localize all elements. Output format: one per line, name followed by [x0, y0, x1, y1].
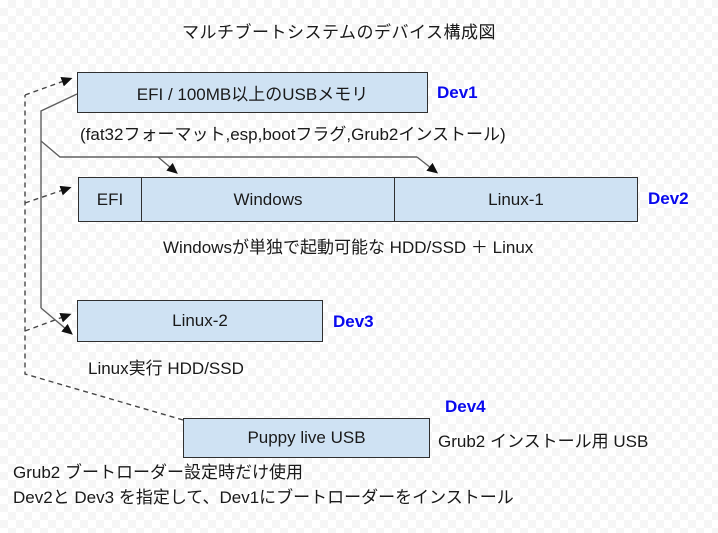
- dev1-label: Dev1: [437, 83, 478, 102]
- footer-notes: Grub2 ブートローダー設定時だけ使用 Dev2と Dev3 を指定して、De…: [13, 460, 514, 510]
- dev2-device-box: EFI Windows Linux-1: [78, 177, 638, 222]
- dev4-label: Dev4: [445, 397, 486, 416]
- dev4-partition-puppy: Puppy live USB: [247, 428, 366, 447]
- dev3-label: Dev3: [333, 312, 374, 331]
- dev3-caption: Linux実行 HDD/SSD: [88, 359, 244, 378]
- dev4-device-box: Puppy live USB: [183, 418, 430, 458]
- dev3-partition-linux2: Linux-2: [172, 311, 228, 330]
- footer-note-line2: Dev2と Dev3 を指定して、Dev1にブートローダーをインストール: [13, 488, 514, 507]
- dev2-partition-linux1: Linux-1: [394, 178, 637, 221]
- footer-note-line1: Grub2 ブートローダー設定時だけ使用: [13, 463, 303, 482]
- dev2-label: Dev2: [648, 189, 689, 208]
- dashed-connector-dev4: [24, 76, 184, 421]
- dev4-caption: Grub2 インストール用 USB: [438, 432, 649, 451]
- dev2-partition-efi: EFI: [96, 189, 124, 209]
- dev2-caption: Windowsが単独で起動可能な HDD/SSD ＋ Linux: [163, 238, 534, 257]
- solid-connector-dev1: [40, 93, 439, 335]
- dev1-caption: (fat32フォーマット,esp,bootフラグ,Grub2インストール): [80, 125, 506, 144]
- dev3-device-box: Linux-2: [77, 300, 323, 342]
- dev1-partition-usb-efi: EFI / 100MB以上のUSBメモリ: [136, 85, 369, 104]
- diagram-title: マルチブートシステムのデバイス構成図: [182, 23, 496, 42]
- dev1-device-box: EFI / 100MB以上のUSBメモリ: [77, 72, 428, 113]
- dev2-partition-windows: Windows: [141, 178, 394, 221]
